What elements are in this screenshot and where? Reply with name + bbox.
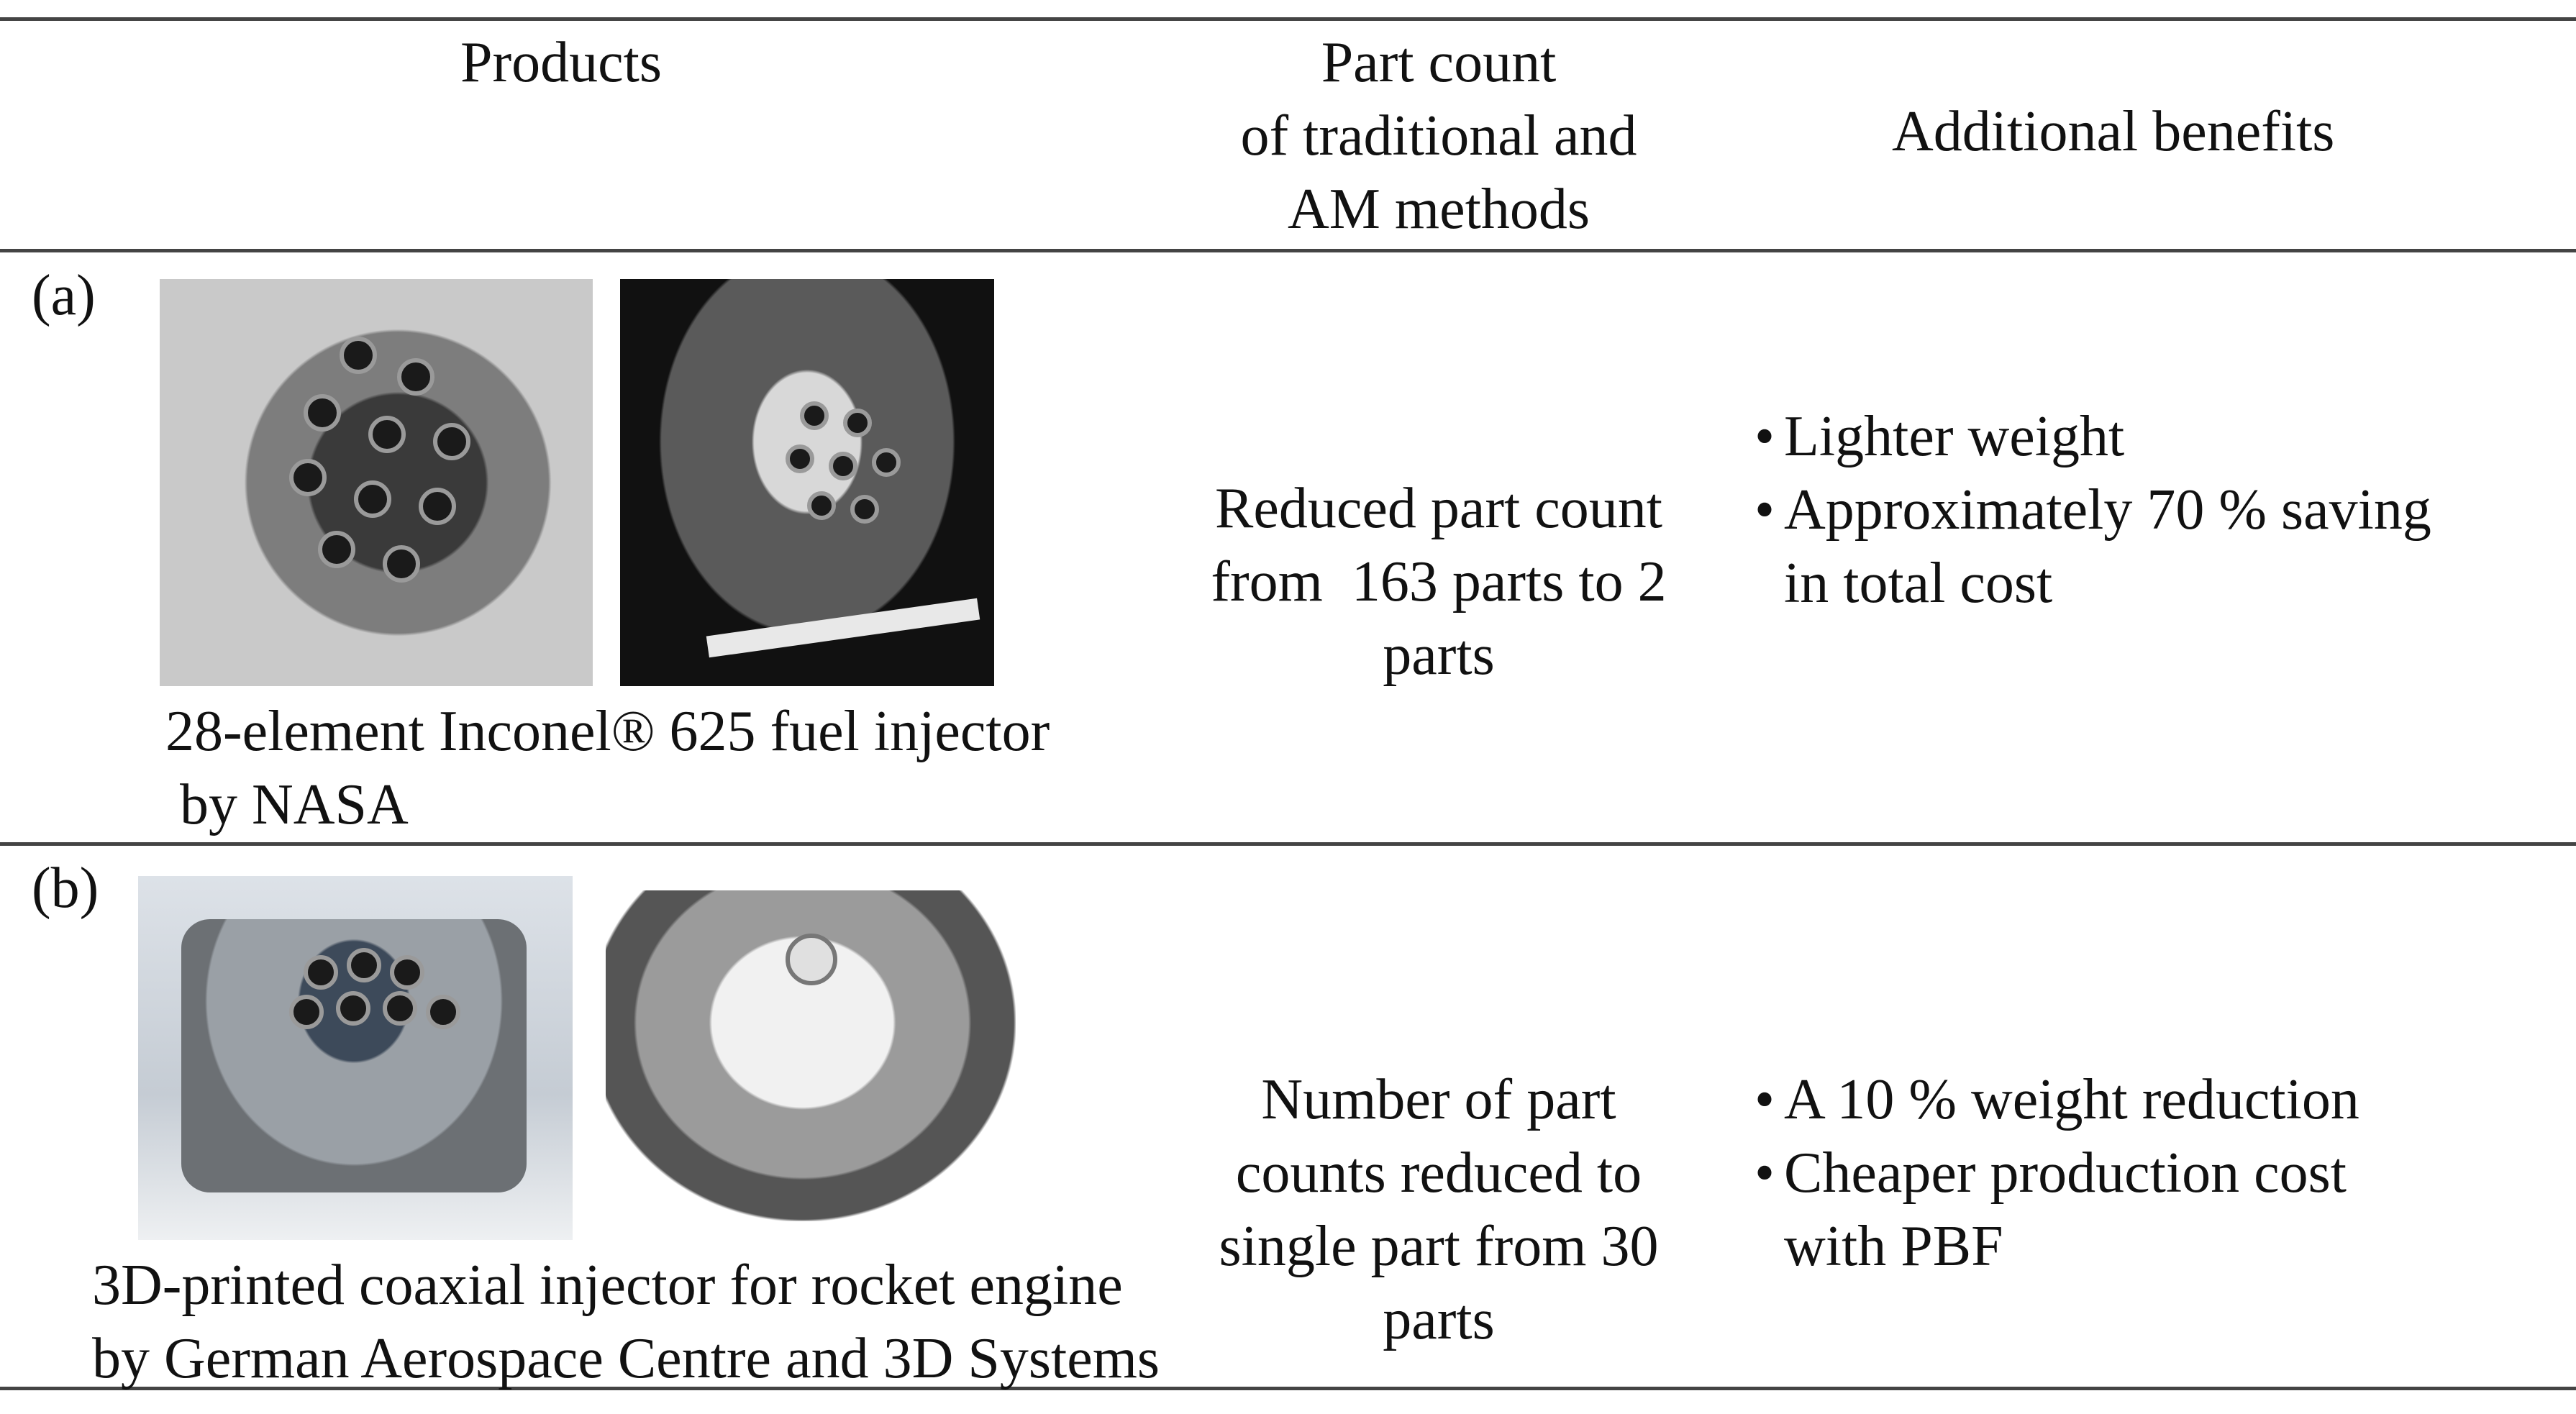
nasa-injector-photo-side bbox=[620, 279, 994, 686]
header-part-count-line: of traditional and bbox=[1240, 104, 1637, 168]
header-additional-benefits: Additional benefits bbox=[1892, 100, 2335, 163]
benefit-text: with PBF bbox=[1784, 1215, 2003, 1278]
header-part-count-line: Part count bbox=[1321, 31, 1557, 94]
caption-line: 28-element Inconel® 625 fuel injector bbox=[165, 700, 1050, 763]
row-label-a: (a) bbox=[32, 264, 96, 327]
bullet-icon: • bbox=[1754, 1141, 1775, 1205]
header-part-count-line: AM methods bbox=[1288, 178, 1590, 241]
row-a-caption: 28-element Inconel® 625 fuel injector by… bbox=[165, 695, 1050, 841]
bullet-icon: • bbox=[1754, 1068, 1775, 1131]
part-count-line: from 163 parts to 2 bbox=[1211, 550, 1667, 614]
benefit-text: A 10 % weight reduction bbox=[1784, 1068, 2359, 1131]
table-bottom-rule bbox=[0, 1387, 2576, 1390]
nasa-injector-photo-front bbox=[160, 279, 593, 686]
bullet-icon: • bbox=[1754, 405, 1775, 468]
part-count-line: Reduced part count bbox=[1215, 477, 1662, 540]
benefit-text: Cheaper production cost bbox=[1784, 1141, 2347, 1205]
bullet-icon: • bbox=[1754, 478, 1775, 542]
coaxial-injector-photo bbox=[138, 876, 573, 1240]
part-count-line: parts bbox=[1383, 1288, 1495, 1351]
benefit-text: Lighter weight bbox=[1784, 405, 2125, 468]
benefit-text: Approximately 70 % saving bbox=[1784, 478, 2431, 542]
caption-line: by German Aerospace Centre and 3D System… bbox=[92, 1327, 1160, 1390]
header-products: Products bbox=[460, 31, 662, 94]
row-divider-rule bbox=[0, 842, 2576, 846]
coaxial-injector-cad-cutaway bbox=[591, 876, 1030, 1240]
row-a-benefits: •Lighter weight •Approximately 70 % savi… bbox=[1745, 400, 2431, 620]
row-b-benefits: •A 10 % weight reduction •Cheaper produc… bbox=[1745, 1063, 2359, 1283]
header-divider-rule bbox=[0, 249, 2576, 252]
part-count-line: Number of part bbox=[1261, 1068, 1616, 1131]
table-top-rule bbox=[0, 17, 2576, 21]
row-b-caption: 3D-printed coaxial injector for rocket e… bbox=[92, 1249, 1160, 1395]
caption-line: 3D-printed coaxial injector for rocket e… bbox=[92, 1254, 1123, 1317]
part-count-line: parts bbox=[1383, 624, 1495, 687]
header-part-count: Part count of traditional and AM methods bbox=[1158, 26, 1719, 246]
row-label-b: (b) bbox=[32, 857, 99, 920]
caption-line: by NASA bbox=[165, 773, 409, 836]
part-count-line: counts reduced to bbox=[1235, 1141, 1642, 1205]
benefit-text: in total cost bbox=[1784, 552, 2053, 615]
row-b-part-count: Number of part counts reduced to single … bbox=[1158, 1063, 1719, 1356]
part-count-line: single part from 30 bbox=[1219, 1215, 1659, 1278]
row-a-part-count: Reduced part count from 163 parts to 2 p… bbox=[1158, 472, 1719, 692]
